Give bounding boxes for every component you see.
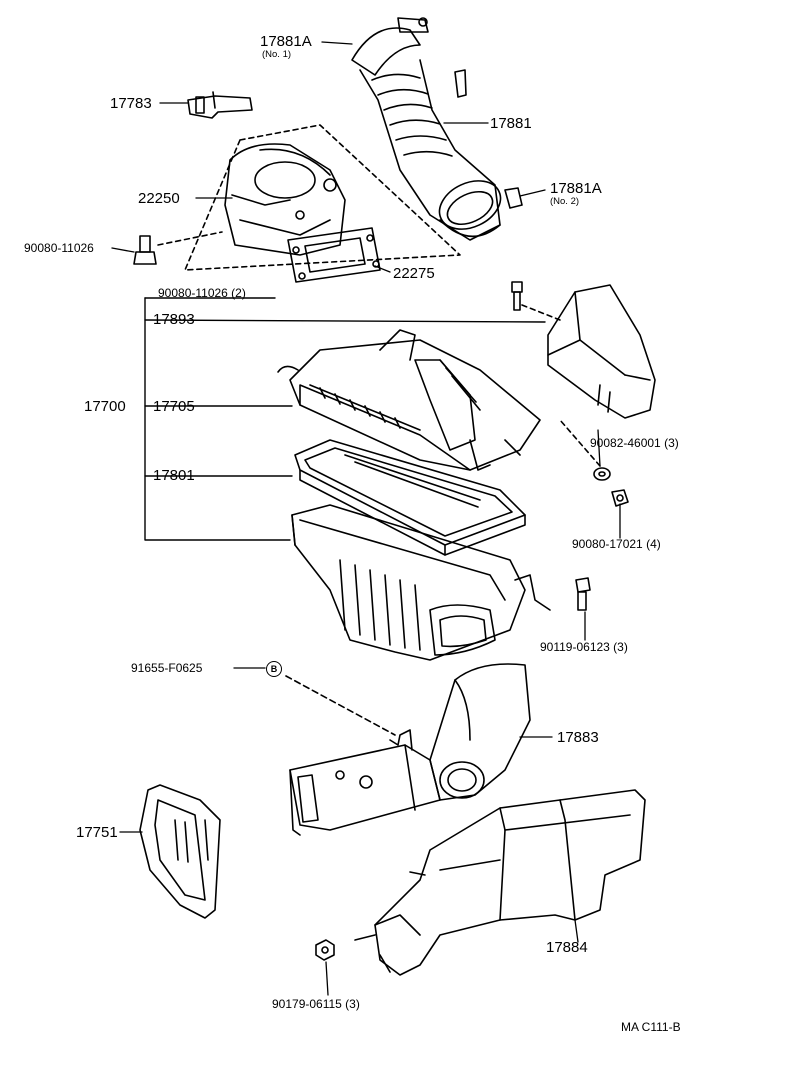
circle-mark-b: B [266,660,282,677]
bolt-90080-11026-2 [511,281,561,321]
label-90080-11026: 90080-11026 [24,241,94,255]
group-bracket-17700 [144,297,546,541]
label-17883: 17883 [557,729,599,746]
label-22275: 22275 [393,265,435,282]
label-17881a-right-sub: (No. 2) [550,196,580,207]
label-17884: 17884 [546,939,588,956]
bolt-90119-06123 [575,577,591,611]
cover-17893 [547,284,656,419]
leader-lines [111,41,621,996]
intake-hose-17881 [351,17,523,241]
label-17751: 17751 [76,824,118,841]
upper-case-17705 [277,329,541,471]
label-90080-11026-2: 90080-11026 (2) [158,286,246,300]
label-17881a-top-sub: (No. 1) [262,49,292,60]
air-flow-meter-22250 [184,124,461,271]
label-17881a-top: 17881A [260,33,312,50]
label-22250: 22250 [138,190,180,207]
washer-90082-46001 [559,419,611,481]
lower-case [291,504,551,661]
label-90082-46001: 90082-46001 (3) [590,436,679,450]
filter-element-17801 [294,439,526,556]
nut-90179-06115 [315,939,335,961]
label-17893: 17893 [153,311,195,328]
circle-mark-b-text: B [266,661,282,677]
label-90080-17021: 90080-17021 (4) [572,537,661,551]
part-17751 [139,784,221,919]
label-90179-06115: 90179-06115 (3) [272,997,360,1011]
duct-17883 [289,663,531,836]
label-17881: 17881 [490,115,532,132]
label-17801: 17801 [153,467,195,484]
bracket-17783 [187,91,253,119]
label-17700: 17700 [84,398,126,415]
footer-code: MA C111-B [621,1020,681,1034]
resonator-17884 [354,789,646,976]
leader-91655 [285,675,396,736]
label-17705: 17705 [153,398,195,415]
label-91655-f0625: 91655-F0625 [131,661,203,675]
nut-90080-17021 [611,489,629,507]
bolt-90080-11026 [133,231,223,265]
label-17881a-right: 17881A [550,180,602,197]
label-90119-06123: 90119-06123 (3) [540,640,628,654]
label-17783: 17783 [110,95,152,112]
